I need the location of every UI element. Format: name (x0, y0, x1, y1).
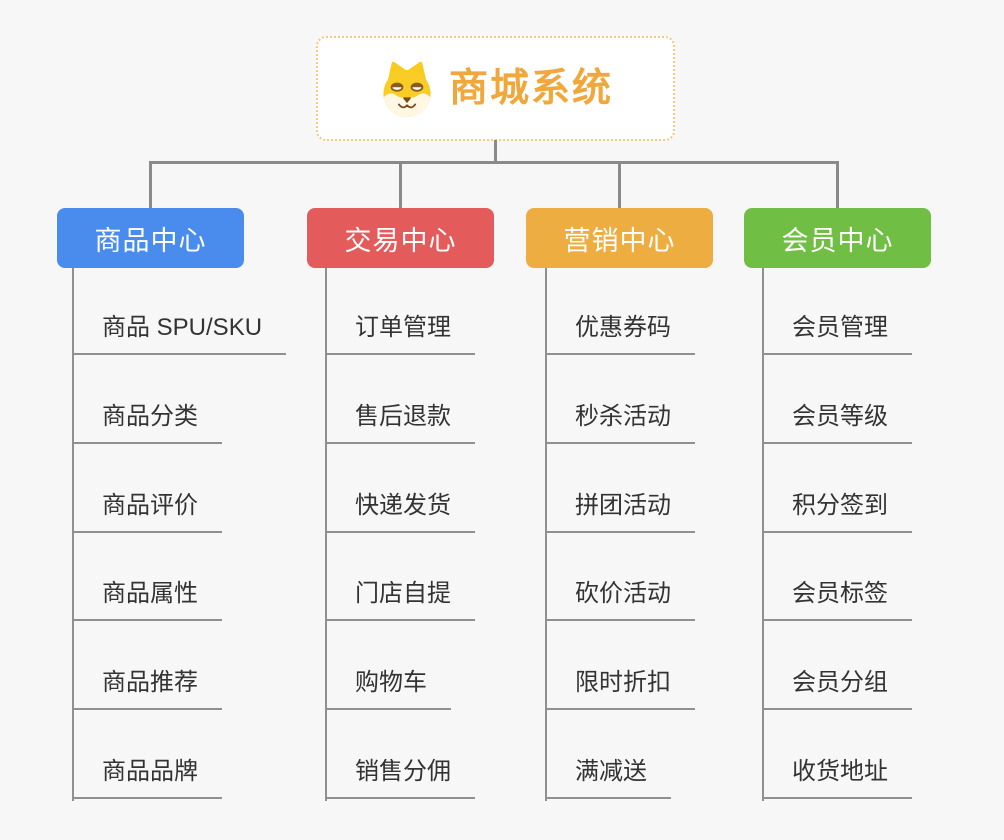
branch-label: 营销中心 (563, 225, 676, 256)
leaf-node[interactable]: 会员标签 (762, 577, 912, 621)
leaf-node[interactable]: 拼团活动 (545, 489, 695, 533)
leaf-node[interactable]: 商品评价 (72, 489, 222, 533)
connector-root-stub (494, 140, 497, 162)
leaf-node[interactable]: 购物车 (325, 666, 451, 710)
leaf-node[interactable]: 快递发货 (325, 489, 475, 533)
dog-icon (378, 60, 436, 118)
leaf-node[interactable]: 商品属性 (72, 577, 222, 621)
dog-icon-svg (383, 61, 431, 117)
leaf-node[interactable]: 商品推荐 (72, 666, 222, 710)
connector-horizontal-bar (149, 161, 839, 164)
leaf-node[interactable]: 砍价活动 (545, 577, 695, 621)
branch-node-member-center[interactable]: 会员中心 (744, 208, 931, 268)
leaf-node[interactable]: 订单管理 (325, 311, 475, 355)
branch-label: 交易中心 (344, 225, 457, 256)
branch-node-marketing-center[interactable]: 营销中心 (526, 208, 713, 268)
connector-drop-4 (836, 161, 839, 209)
leaf-node[interactable]: 优惠券码 (545, 311, 695, 355)
branch-node-product-center[interactable]: 商品中心 (57, 208, 244, 268)
connector-drop-3 (618, 161, 621, 209)
root-title: 商城系统 (448, 67, 613, 110)
leaf-node[interactable]: 会员管理 (762, 311, 912, 355)
leaf-node[interactable]: 会员分组 (762, 666, 912, 710)
leaf-node[interactable]: 限时折扣 (545, 666, 695, 710)
leaf-node[interactable]: 商品品牌 (72, 755, 222, 799)
branch-label: 商品中心 (94, 225, 207, 256)
leaf-node[interactable]: 会员等级 (762, 400, 912, 444)
connector-drop-1 (149, 161, 152, 209)
leaf-node[interactable]: 商品 SPU/SKU (72, 311, 287, 355)
root-node[interactable]: 商城系统 (316, 36, 675, 141)
branch-node-trade-center[interactable]: 交易中心 (307, 208, 494, 268)
connector-drop-2 (399, 161, 402, 209)
leaf-node[interactable]: 满减送 (545, 755, 671, 799)
branch-label: 会员中心 (781, 225, 894, 256)
leaf-node[interactable]: 收货地址 (762, 755, 912, 799)
leaf-node[interactable]: 秒杀活动 (545, 400, 695, 444)
leaf-node[interactable]: 积分签到 (762, 489, 912, 533)
leaf-node[interactable]: 销售分佣 (325, 755, 475, 799)
leaf-node[interactable]: 售后退款 (325, 400, 475, 444)
leaf-node[interactable]: 商品分类 (72, 400, 222, 444)
leaf-node[interactable]: 门店自提 (325, 577, 475, 621)
